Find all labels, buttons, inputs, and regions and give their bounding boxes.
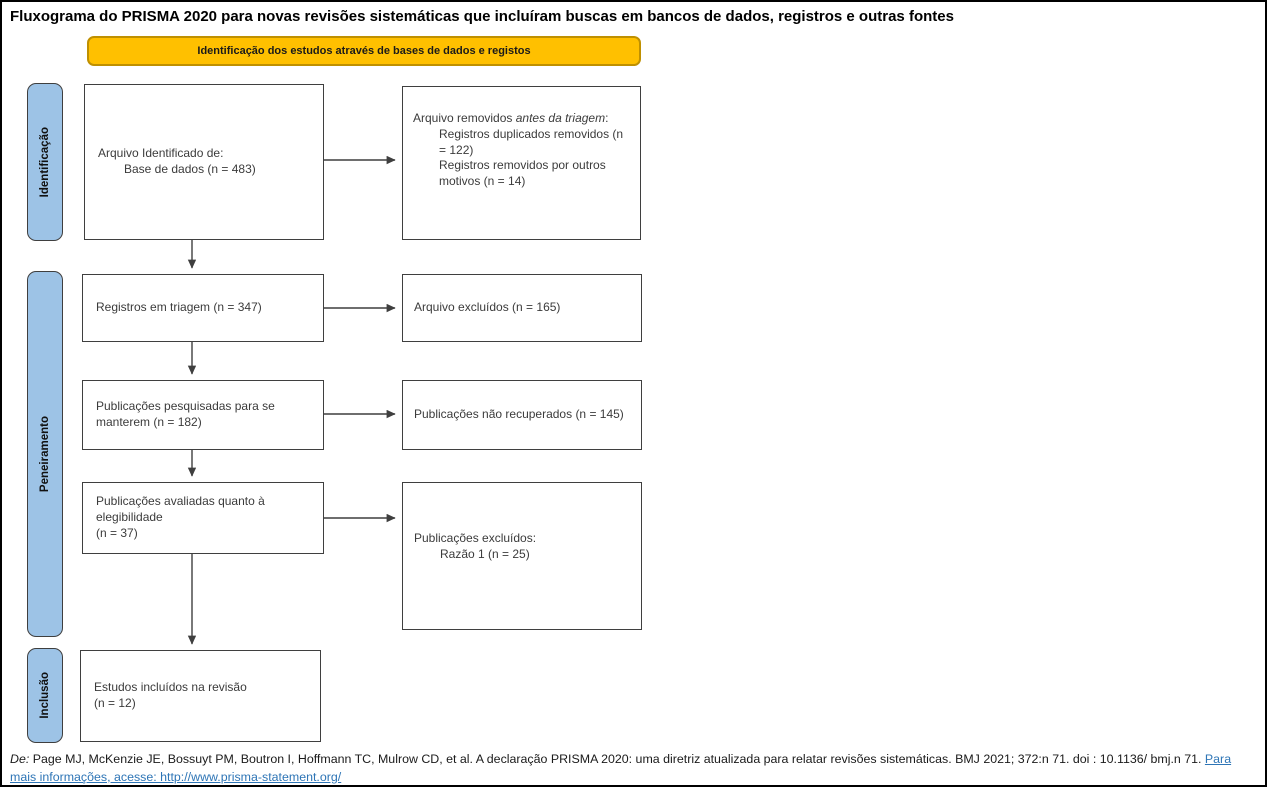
box-studies-included: Estudos incluídos na revisão (n = 12) [80,650,321,742]
box-records-excluded: Arquivo excluídos (n = 165) [402,274,642,342]
page-title: Fluxograma do PRISMA 2020 para novas rev… [10,8,954,25]
stage-label-inclusao: Inclusão [27,648,63,743]
box-publications-not-retrieved: Publicações não recuperados (n = 145) [402,380,642,450]
box-line: Registros em triagem (n = 347) [96,300,262,315]
banner-identification: Identificação dos estudos através de bas… [87,36,641,66]
box-line: Publicações pesquisadas para se manterem… [96,399,275,429]
box-line: Estudos incluídos na revisão [94,680,247,695]
lead-text: Arquivo removidos [413,111,516,125]
box-line: Publicações excluídos: [414,531,537,545]
citation-de: De: [10,752,30,766]
box-line: Registros duplicados removidos (n = 122) [439,126,624,157]
box-line: Publicações não recuperados (n = 145) [414,407,624,422]
box-line: Razão 1 (n = 25) [440,546,530,561]
box-publications-assessed: Publicações avaliadas quanto à elegibili… [82,482,324,554]
stage-label-peneiramento: Peneiramento [27,271,63,637]
box-line: (n = 37) [96,525,138,540]
box-line: Registros removidos por outros motivos (… [439,158,606,189]
stage-label-identificacao: Identificação [27,83,63,241]
box-records-identified: Arquivo Identificado de: Base de dados (… [84,84,324,240]
citation-text: Page MJ, McKenzie JE, Bossuyt PM, Boutro… [29,752,1205,766]
stage-label-text: Inclusão [39,672,51,719]
box-line: Publicações avaliadas quanto à elegibili… [96,494,265,525]
banner-label: Identificação dos estudos através de bas… [197,45,531,57]
stage-label-text: Peneiramento [39,415,51,493]
lead-italic: antes da triagem [515,111,606,125]
box-publications-excluded-reasons: Publicações excluídos: Razão 1 (n = 25) [402,482,642,630]
box-line: (n = 12) [94,696,136,710]
box-records-screened: Registros em triagem (n = 347) [82,274,324,342]
box-line: Arquivo Identificado de: [98,146,224,161]
prisma-statement-link[interactable]: Para mais informações, acesse: http://ww… [10,752,1232,784]
lead-tail: : [605,111,609,125]
citation-footer: De: Page MJ, McKenzie JE, Bossuyt PM, Bo… [10,751,1258,785]
box-line: Base de dados (n = 483) [124,162,256,176]
box-line: Arquivo excluídos (n = 165) [414,300,561,315]
box-publications-sought: Publicações pesquisadas para se manterem… [82,380,324,450]
stage-label-text: Identificação [39,126,51,198]
box-records-removed-before-screening: Arquivo removidos antes da triagem: Regi… [402,86,641,240]
box-line: Arquivo removidos antes da triagem: [413,111,630,127]
